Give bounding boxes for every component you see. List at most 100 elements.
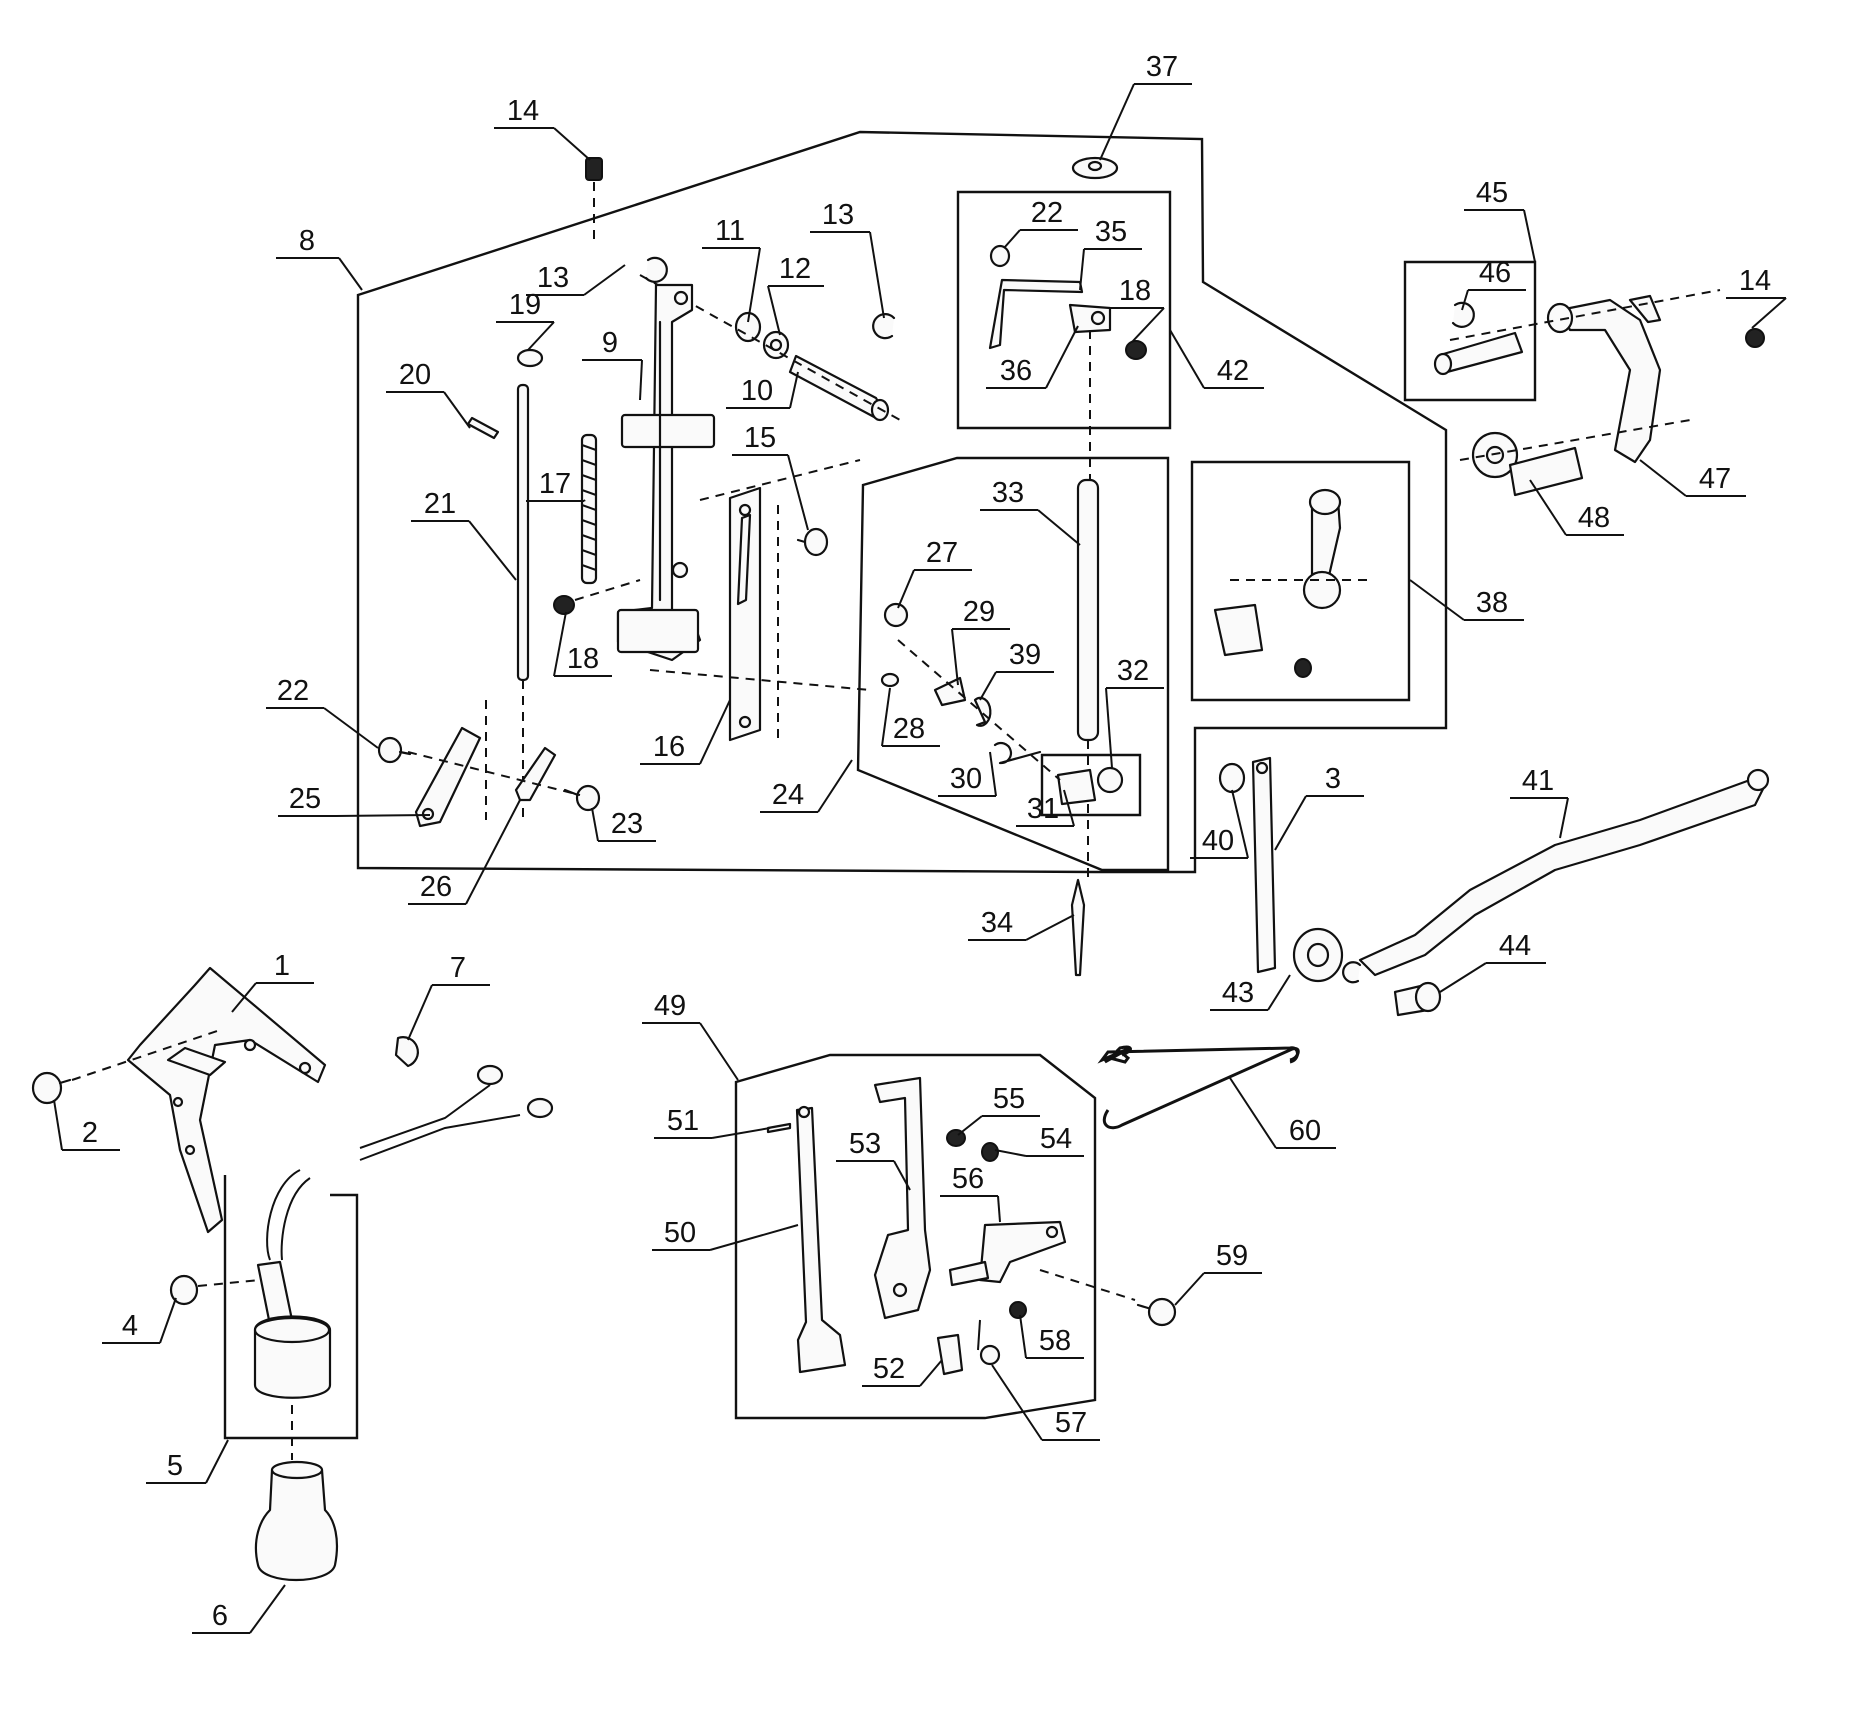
callout-46: 46: [1461, 257, 1526, 311]
callout-label: 7: [450, 952, 466, 984]
assembly-42-frame: [956, 190, 1172, 430]
callout-label: 17: [539, 468, 571, 500]
callout-leader: [1045, 325, 1079, 389]
callout-leader: [1025, 914, 1075, 941]
callout-8: 8: [276, 225, 363, 291]
callout-19: 19: [496, 289, 555, 351]
callout-label: 22: [1031, 197, 1063, 229]
callout-leader: [639, 359, 643, 401]
axis-line-16: [649, 669, 871, 691]
needle-clamp-31: [1056, 766, 1124, 806]
needle-34: [1070, 878, 1086, 977]
spring-30: [993, 742, 1042, 765]
set-screw-18-left: [553, 595, 575, 615]
callout-54: 54: [994, 1123, 1084, 1157]
screw-15: [796, 527, 829, 557]
callout-36: 36: [986, 325, 1079, 389]
callout-37: 37: [1099, 51, 1192, 161]
lever-41: [1358, 768, 1770, 977]
callout-label: 20: [399, 359, 431, 391]
callout-34: 34: [968, 907, 1075, 941]
screw-40: [1218, 762, 1246, 794]
callout-label: 46: [1479, 257, 1511, 289]
bulb-6: [254, 1460, 339, 1581]
retaining-ring-44: [1342, 961, 1362, 984]
callout-13: 13: [810, 199, 885, 319]
callout-label: 25: [289, 783, 321, 815]
callout-leader: [159, 1297, 177, 1344]
callout-label: 31: [1027, 793, 1059, 825]
callout-leader: [53, 1099, 63, 1151]
callout-label: 58: [1039, 1325, 1071, 1357]
callout-leader: [1169, 329, 1205, 389]
axis-line-1: [71, 1029, 221, 1081]
callout-leader: [1409, 579, 1465, 621]
screw-22-left: [377, 736, 412, 764]
set-screw-14-top: [585, 157, 603, 240]
callout-32: 32: [1105, 655, 1164, 769]
callout-leader: [1105, 687, 1113, 769]
assembly-8-outline: [356, 130, 1448, 874]
callout-23: 23: [591, 807, 656, 842]
callout-labels: 1234567891011121313141415161718181920212…: [53, 51, 1787, 1634]
callout-leader: [994, 1149, 1027, 1157]
stopper-52: [936, 1333, 964, 1376]
callout-leader: [979, 671, 997, 701]
callout-leader: [1229, 1077, 1277, 1149]
callout-leader: [205, 1439, 229, 1484]
retaining-ring-13-left: [644, 256, 668, 283]
shoulder-screw-44: [1393, 981, 1442, 1017]
callout-leader: [583, 499, 586, 502]
callout-55: 55: [957, 1083, 1040, 1136]
screw-59: [1136, 1297, 1177, 1327]
pin-51: [766, 1122, 792, 1134]
callout-label: 15: [744, 422, 776, 454]
callout-label: 1: [274, 950, 290, 982]
callout-label: 39: [1009, 639, 1041, 671]
thread-guide-29: [933, 676, 967, 707]
callout-28: 28: [881, 687, 940, 747]
assembly-38-frame: [1190, 460, 1411, 702]
callout-label: 32: [1117, 655, 1149, 687]
callout-4: 4: [102, 1297, 177, 1344]
set-screw-18-right: [1125, 340, 1147, 360]
bracket-26: [514, 746, 557, 802]
assembly-32-frame: [1040, 753, 1142, 817]
callout-leader: [527, 321, 555, 351]
callout-13: 13: [526, 262, 626, 296]
callout-label: 33: [992, 477, 1024, 509]
assembly-45-frame: [1403, 260, 1537, 402]
connecting-rod-3: [1251, 756, 1277, 974]
needle-bar-frame-9: [616, 283, 716, 662]
callout-52: 52: [862, 1353, 943, 1387]
callout-44: 44: [1439, 930, 1546, 993]
callout-label: 38: [1476, 587, 1508, 619]
spring-57: [977, 1319, 1001, 1366]
callout-leader: [1231, 789, 1249, 859]
callout-label: 18: [1119, 275, 1151, 307]
callout-leader: [1003, 229, 1021, 249]
bushing-43: [1292, 927, 1344, 983]
callout-60: 60: [1229, 1077, 1336, 1149]
callout-33: 33: [980, 477, 1081, 546]
callout-leader: [1529, 479, 1567, 536]
callout-10: 10: [726, 371, 799, 409]
callout-12: 12: [767, 253, 824, 336]
callout-leader: [957, 1115, 983, 1136]
callout-label: 12: [779, 253, 811, 285]
callout-58: 58: [1019, 1314, 1084, 1359]
clamp-block-38: [1213, 603, 1312, 678]
screw-23: [563, 784, 601, 812]
screw-4: [169, 1274, 261, 1306]
callout-leader: [711, 1127, 771, 1139]
callout-47: 47: [1639, 459, 1746, 497]
callout-53: 53: [836, 1128, 911, 1191]
callout-leader: [249, 1584, 286, 1634]
screw-54: [981, 1142, 999, 1162]
callout-3: 3: [1274, 763, 1364, 851]
callout-leader: [1639, 459, 1687, 497]
callout-label: 24: [772, 779, 804, 811]
cable-clip-7: [394, 1036, 419, 1068]
axis-line-45: [1449, 289, 1721, 341]
callout-59: 59: [1174, 1240, 1262, 1306]
